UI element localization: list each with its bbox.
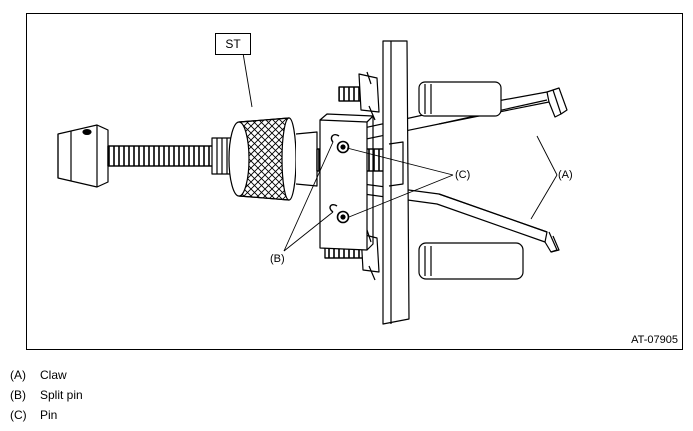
knurled-handle [228, 117, 318, 201]
claw-holder-block [319, 113, 374, 251]
legend-item: (C) Pin [10, 405, 83, 425]
legend-key: (B) [10, 388, 26, 402]
legend-item: (B) Split pin [10, 385, 83, 405]
callout-a: (A) [558, 169, 573, 181]
legend-text: Pin [40, 408, 58, 422]
upper-pin [330, 133, 350, 154]
legend-text: Split pin [40, 388, 83, 402]
hex-nut [57, 124, 109, 188]
lower-bolt-assembly [324, 229, 524, 281]
callout-b: (B) [270, 253, 285, 265]
lower-pin [329, 203, 350, 224]
legend-text: Claw [40, 368, 67, 382]
legend-key: (A) [10, 368, 26, 382]
legend-key: (C) [10, 408, 27, 422]
leader-lines [240, 40, 558, 252]
slotted-plate [382, 40, 410, 325]
figure-frame: ST (C) (A) (B) AT-07905 [26, 13, 683, 350]
forcing-screw [107, 137, 233, 175]
legend-item: (A) Claw [10, 365, 83, 385]
figure-code: AT-07905 [631, 334, 678, 346]
puller-tool-illustration [57, 40, 568, 325]
legend: (A) Claw (B) Split pin (C) Pin [10, 365, 83, 425]
callout-c: (C) [455, 169, 471, 181]
upper-bolt-assembly [338, 71, 502, 121]
special-tool-label: ST [215, 33, 251, 55]
